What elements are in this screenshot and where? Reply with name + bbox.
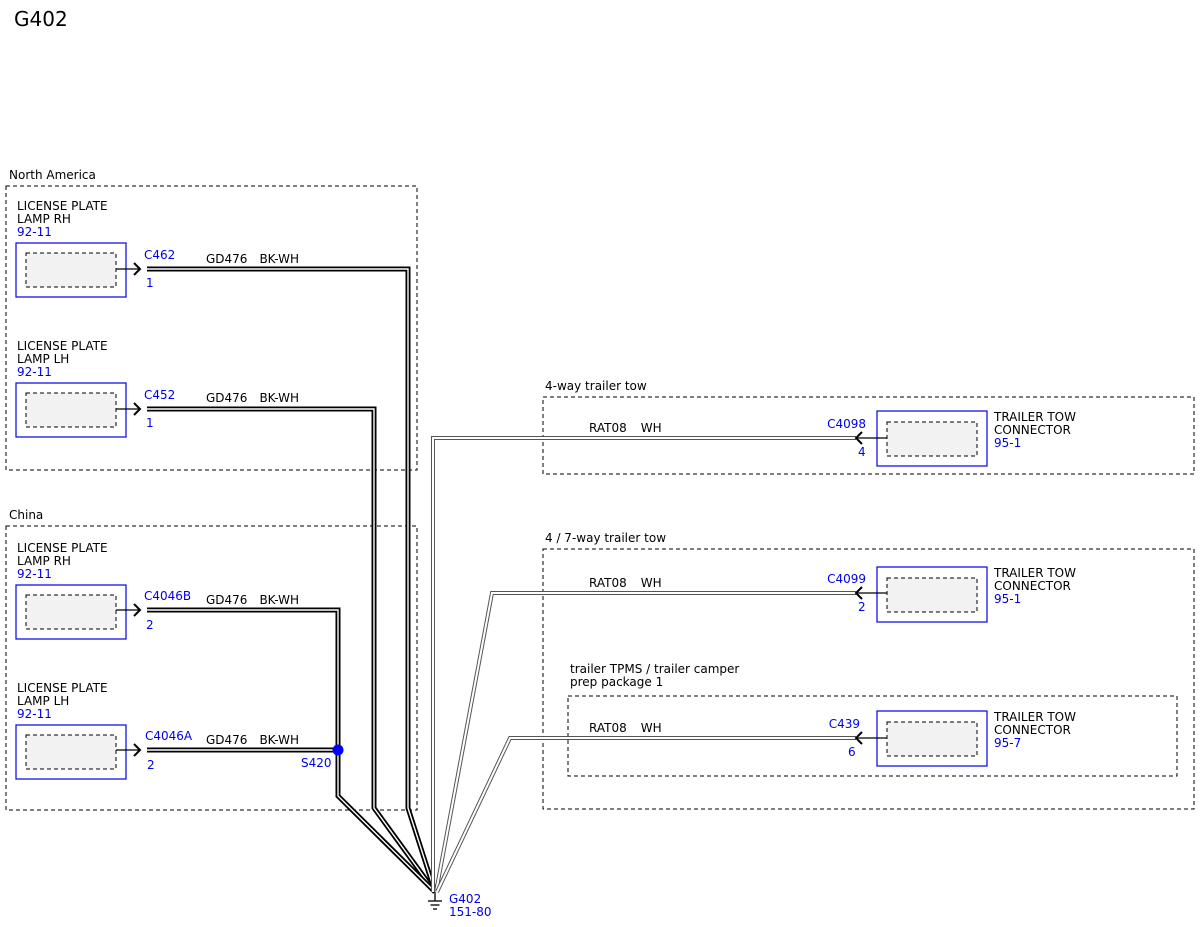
connector-pin: 2 <box>147 758 155 772</box>
component-ref-link[interactable]: 92-11 <box>17 707 52 721</box>
component-name-line1: LICENSE PLATE <box>17 681 108 695</box>
connector-pin: 1 <box>146 276 154 290</box>
ground-label[interactable]: G402 <box>449 892 481 906</box>
wire-rat08-c4098[interactable] <box>431 436 856 892</box>
group-label-north-america: North America <box>9 168 96 182</box>
connector-id[interactable]: C4046B <box>144 589 191 603</box>
connector-id[interactable]: C4098 <box>827 417 866 431</box>
connector-arrow-icon <box>854 731 887 745</box>
component-name-line1: LICENSE PLATE <box>17 541 108 555</box>
connector-arrow-icon <box>116 603 142 617</box>
connector-pin: 2 <box>146 618 154 632</box>
component-name-line2: LAMP LH <box>17 694 69 708</box>
connector-id[interactable]: C439 <box>829 717 860 731</box>
component-name-line2: LAMP RH <box>17 212 71 226</box>
component-name-line1: LICENSE PLATE <box>17 199 108 213</box>
group-box-4-7-way <box>542 548 1195 810</box>
component-trailer-tow-connector-4-7-way[interactable]: C4099 2 TRAILER TOW CONNECTOR 95-1 <box>827 566 1076 623</box>
connector-arrow-icon <box>116 402 142 416</box>
component-license-plate-lamp-lh-china[interactable]: LICENSE PLATE LAMP LH 92-11 C4046A 2 <box>15 681 193 780</box>
component-name-line2: LAMP LH <box>17 352 69 366</box>
connector-pin: 6 <box>848 745 856 759</box>
component-ref-link[interactable]: 95-1 <box>994 592 1021 606</box>
component-license-plate-lamp-rh-na[interactable]: LICENSE PLATE LAMP RH 92-11 C462 1 <box>15 199 175 298</box>
component-ref-link[interactable]: 92-11 <box>17 365 52 379</box>
wire-rat08-c4099[interactable] <box>434 591 856 893</box>
component-name-line2: LAMP RH <box>17 554 71 568</box>
component-ref-link[interactable]: 92-11 <box>17 225 52 239</box>
wire-gd476-c462[interactable] <box>147 266 438 893</box>
connector-arrow-icon <box>116 262 142 276</box>
connector-arrow-icon <box>854 431 887 445</box>
wire-rat08-c439[interactable] <box>435 736 856 893</box>
group-box-4-way <box>542 396 1195 475</box>
connector-pin: 2 <box>858 600 866 614</box>
connector-arrow-icon <box>854 586 887 600</box>
connector-id[interactable]: C4046A <box>145 729 193 743</box>
component-name-line1: TRAILER TOW <box>993 566 1076 580</box>
group-label-4-way: 4-way trailer tow <box>545 379 647 393</box>
splice-dot-icon[interactable] <box>332 744 344 756</box>
component-ref-link[interactable]: 92-11 <box>17 567 52 581</box>
group-label-tpms-line2: prep package 1 <box>570 675 663 689</box>
connector-arrow-icon <box>116 743 142 757</box>
connector-id[interactable]: C462 <box>144 248 175 262</box>
splice-label[interactable]: S420 <box>301 756 332 770</box>
component-name-line1: TRAILER TOW <box>993 710 1076 724</box>
wire-gd476-s420-to-g402[interactable] <box>335 750 437 894</box>
component-name-line2: CONNECTOR <box>994 723 1071 737</box>
ground-ref-link[interactable]: 151-80 <box>449 905 492 919</box>
page-title: G402 <box>14 7 68 31</box>
wire-gd476-c452[interactable] <box>147 406 438 894</box>
component-ref-link[interactable]: 95-7 <box>994 736 1021 750</box>
group-label-tpms-line1: trailer TPMS / trailer camper <box>570 662 739 676</box>
connector-id[interactable]: C4099 <box>827 572 866 586</box>
component-name-line2: CONNECTOR <box>994 579 1071 593</box>
wire-gd476-c4046b[interactable] <box>147 607 341 750</box>
group-box-north-america <box>5 185 418 471</box>
component-name-line1: TRAILER TOW <box>993 410 1076 424</box>
group-box-china <box>5 525 418 811</box>
component-name-line1: LICENSE PLATE <box>17 339 108 353</box>
connector-pin: 1 <box>146 416 154 430</box>
component-trailer-tow-connector-4-way[interactable]: C4098 4 TRAILER TOW CONNECTOR 95-1 <box>827 410 1076 467</box>
connector-pin: 4 <box>858 445 866 459</box>
component-license-plate-lamp-rh-china[interactable]: LICENSE PLATE LAMP RH 92-11 C4046B 2 <box>15 541 191 640</box>
component-ref-link[interactable]: 95-1 <box>994 436 1021 450</box>
group-label-china: China <box>9 508 43 522</box>
component-trailer-tow-connector-tpms[interactable]: C439 6 TRAILER TOW CONNECTOR 95-7 <box>829 710 1076 767</box>
component-license-plate-lamp-lh-na[interactable]: LICENSE PLATE LAMP LH 92-11 C452 1 <box>15 339 175 438</box>
group-label-4-7-way: 4 / 7-way trailer tow <box>545 531 666 545</box>
component-name-line2: CONNECTOR <box>994 423 1071 437</box>
ground-symbol-icon <box>428 892 442 910</box>
connector-id[interactable]: C452 <box>144 388 175 402</box>
